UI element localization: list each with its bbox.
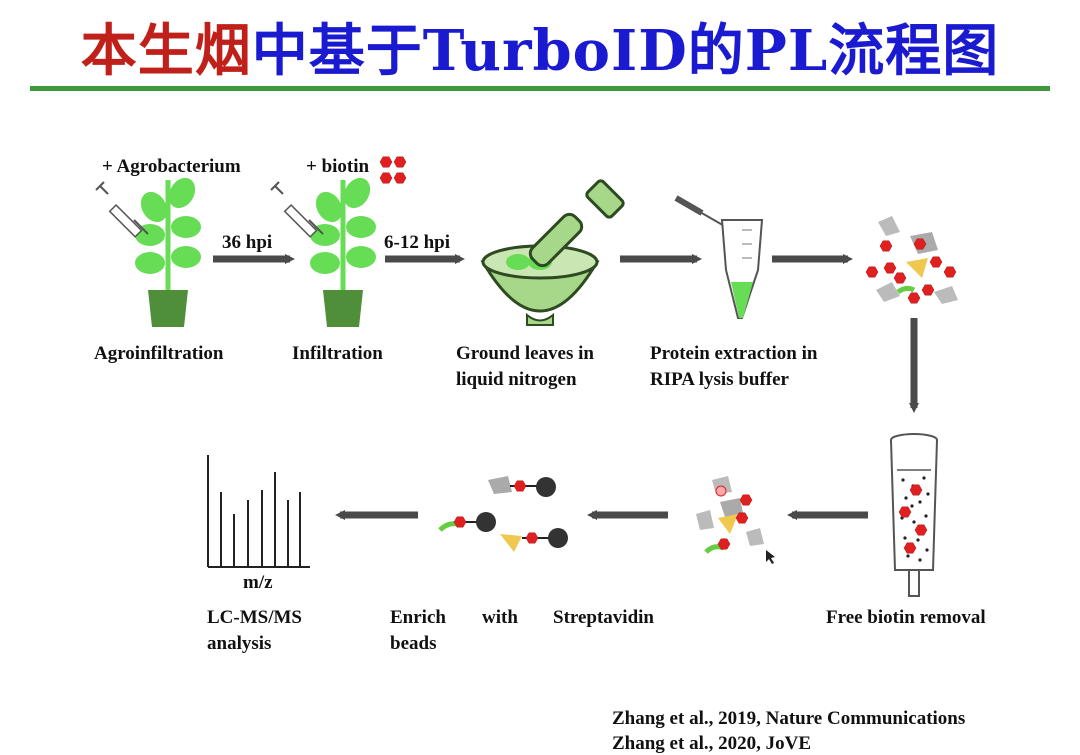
- step-enrich-word3: Streptavidin: [553, 607, 655, 628]
- syringe-icon-2: [270, 181, 324, 238]
- lysate-icon: [865, 216, 958, 304]
- citation-2: Zhang et al., 2020, JoVE: [612, 733, 811, 754]
- mortar-pestle-icon: [480, 179, 625, 326]
- mz-axis-label: m/z: [243, 572, 273, 593]
- step-enrich-word2: with: [482, 607, 518, 628]
- citation-1: Zhang et al., 2019, Nature Communication…: [612, 708, 966, 729]
- biotinylated-proteins-icon: [696, 476, 775, 564]
- step-enrich-word1: Enrich: [390, 607, 446, 628]
- plant-icon-2: [310, 173, 376, 327]
- mass-spectrum-icon: [207, 455, 310, 568]
- step-agroinfiltration: Agroinfiltration: [94, 343, 224, 364]
- arrow2-label: 6-12 hpi: [384, 232, 450, 253]
- plant-icon-1: [135, 173, 201, 327]
- arrow1-label: 36 hpi: [222, 232, 273, 253]
- streptavidin-beads-icon: [438, 476, 568, 552]
- title-part-blue: 中基于TurboID的PL流程图: [251, 18, 1000, 84]
- step-enrich-word4: beads: [390, 633, 437, 654]
- syringe-icon-1: [95, 181, 149, 238]
- title-part-red: 本生烟: [80, 18, 252, 84]
- biotin-label: + biotin: [306, 156, 370, 177]
- page-title: 本生烟中基于TurboID的PL流程图: [0, 6, 1080, 87]
- step-free-biotin-removal: Free biotin removal: [826, 607, 986, 628]
- tube-icon: [674, 195, 764, 319]
- step-protein-extraction: Protein extraction in RIPA lysis buffer: [650, 343, 818, 390]
- step-infiltration: Infiltration: [292, 343, 383, 364]
- agrobacterium-label: + Agrobacterium: [102, 156, 241, 177]
- biotin-icon: [379, 156, 407, 184]
- step-lcms: LC-MS/MS analysis: [207, 607, 302, 654]
- title-divider: [30, 86, 1050, 91]
- step-ground-leaves: Ground leaves in liquid nitrogen: [456, 343, 594, 390]
- column-icon: [890, 433, 938, 597]
